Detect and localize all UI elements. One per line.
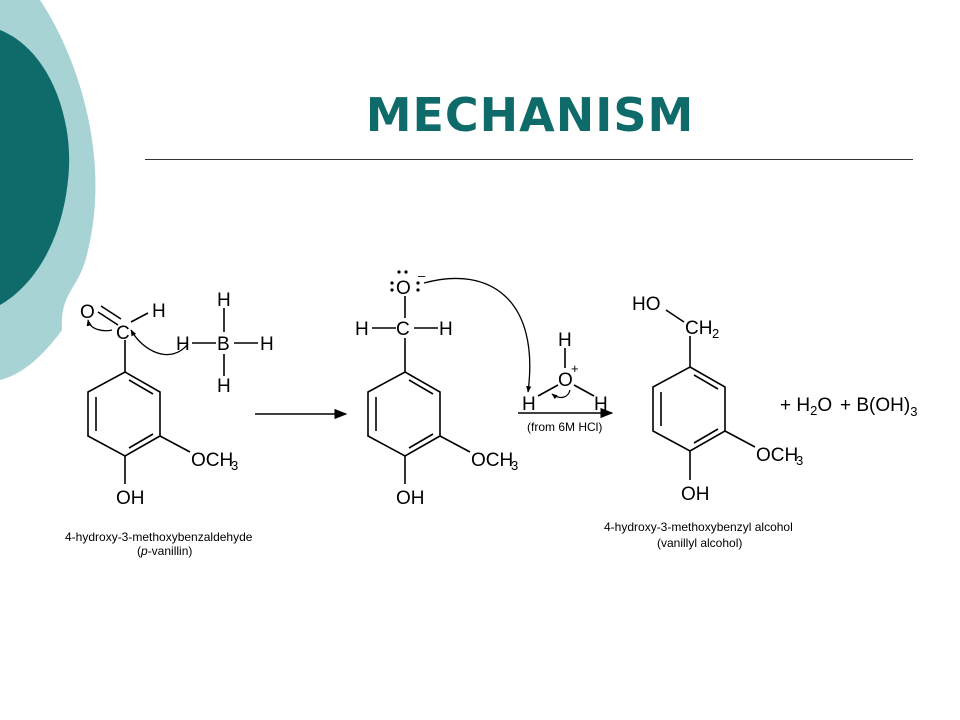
hydronium-H-left: H	[522, 394, 536, 415]
atom-O: O	[80, 302, 95, 323]
intermediate-H-right: H	[439, 319, 453, 340]
dark-teal-shape	[0, 30, 70, 305]
curved-arrow-c-to-o	[86, 319, 113, 332]
alkoxide-intermediate	[367, 296, 471, 484]
reactant-name: 4-hydroxy-3-methoxybenzaldehyde	[65, 530, 253, 544]
methoxy-label: OCH	[756, 445, 798, 466]
curved-arrow-oh-bond	[551, 389, 571, 400]
intermediate-C: C	[396, 319, 410, 340]
methoxy-subscript: 3	[231, 458, 238, 473]
hydroxyl-label: OH	[116, 488, 145, 509]
methoxy-label: OCH	[471, 450, 513, 471]
boron-H-bottom: H	[217, 376, 231, 397]
curved-arrow-hydride-attack	[130, 329, 189, 356]
title-divider	[145, 159, 913, 160]
hydronium-O: O	[558, 370, 573, 391]
positive-charge: +	[571, 361, 579, 376]
lone-pair-dots	[390, 270, 420, 292]
negative-charge: –	[418, 268, 426, 283]
product-CH: CH	[685, 318, 712, 339]
byproduct-water: + H2O	[780, 395, 832, 418]
curved-arrow-protonation	[423, 277, 532, 393]
product-HO: HO	[632, 294, 661, 315]
boron-atom: B	[217, 334, 230, 355]
byproduct-boric-acid: + B(OH)3	[840, 395, 917, 419]
methoxy-subscript: 3	[511, 458, 518, 473]
boron-H-left: H	[176, 334, 190, 355]
reactant-common-name: (p-vanillin)	[137, 544, 192, 558]
methoxy-label: OCH	[191, 450, 233, 471]
hydronium-H-top: H	[558, 330, 572, 351]
slide-title: MECHANISM	[365, 88, 695, 142]
benzene-ring	[87, 371, 161, 457]
vanillyl-alcohol-molecule	[652, 309, 756, 480]
hydronium-H-right: H	[594, 394, 608, 415]
intermediate-H-left: H	[355, 319, 369, 340]
boron-H-right: H	[260, 334, 274, 355]
decorative-teal-shapes	[0, 0, 96, 380]
methoxy-subscript: 3	[796, 453, 803, 468]
alkoxide-O: O	[396, 278, 411, 299]
atom-C: C	[116, 323, 130, 344]
atom-H: H	[152, 301, 166, 322]
hydroxyl-label: OH	[681, 484, 710, 505]
product-name: 4-hydroxy-3-methoxybenzyl alcohol	[604, 520, 793, 534]
product-CH-subscript: 2	[712, 326, 719, 341]
borohydride	[192, 308, 258, 376]
boron-H-top: H	[217, 290, 231, 311]
hydroxyl-label: OH	[396, 488, 425, 509]
vanillin-molecule	[87, 305, 191, 484]
hydronium	[537, 348, 595, 397]
acid-source-label: (from 6M HCl)	[527, 420, 602, 434]
product-common-name: (vanillyl alcohol)	[657, 536, 742, 550]
